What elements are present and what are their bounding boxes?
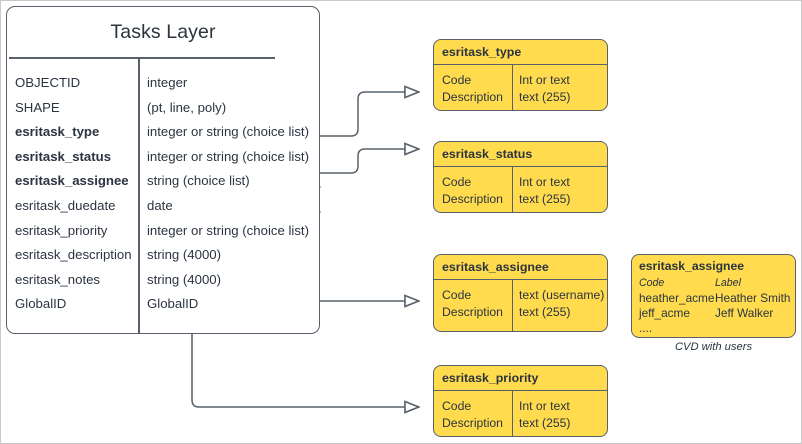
domain-title-divider [434,390,607,392]
table-row[interactable]: esritask_assignee string (choice list) [7,169,319,194]
domain-title-divider [434,166,607,168]
field-type: integer or string (choice list) [147,124,309,140]
domain-field-description: Description [442,304,503,319]
table-row[interactable]: esritask_duedate date [7,194,319,219]
table-row[interactable]: GlobalID GlobalID [7,292,319,317]
domain-table-esritask-type[interactable]: esritask_type Code Description Int or te… [433,39,608,111]
domain-field-code: Code [442,73,472,87]
domain-column-divider [512,390,514,436]
cvd-code: .... [639,321,653,335]
table-row[interactable]: esritask_notes string (4000) [7,268,319,293]
domain-column-divider [512,166,514,212]
domain-field-types: Int or text text (255) [519,398,570,431]
table-row[interactable]: esritask_status integer or string (choic… [7,145,319,170]
domain-field-code: Code [442,288,472,302]
domain-title: esritask_status [442,147,533,161]
domain-field-types: Int or text text (255) [519,174,570,207]
domain-field-code: Code [442,399,472,413]
cvd-title: esritask_assignee [639,259,745,273]
list-item[interactable]: heather_acme Heather Smith [639,291,794,306]
cvd-header-row: Code Label [639,276,794,291]
field-type: string (4000) [147,271,222,287]
field-name: SHAPE [15,99,60,115]
field-name: esritask_priority [15,222,108,238]
domain-field-names: Code Description [442,287,503,320]
domain-field-types: text (username) text (255) [519,287,604,320]
field-name: esritask_type [15,124,100,140]
cvd-value-list: Code Label heather_acme Heather Smith je… [639,276,794,336]
cvd-code: heather_acme [639,291,715,305]
connector-type [319,92,419,137]
domain-title-divider [434,279,607,281]
table-row[interactable]: SHAPE (pt, line, poly) [7,96,319,121]
domain-type-description: text (255) [519,191,571,206]
field-type: date [147,197,173,213]
field-type: string (4000) [147,247,222,263]
domain-field-code: Code [442,175,472,189]
domain-field-names: Code Description [442,398,503,431]
field-name: esritask_duedate [15,197,116,213]
cvd-header-label: Label [715,277,741,289]
entity-field-list: OBJECTID integer SHAPE (pt, line, poly) … [7,71,319,317]
domain-type-description: text (255) [519,304,571,319]
domain-field-description: Description [442,191,503,206]
domain-type-code: Int or text [519,399,570,413]
domain-column-divider [512,279,514,331]
domain-title-divider [434,64,607,66]
list-item[interactable]: .... [639,321,794,336]
table-row[interactable]: esritask_type integer or string (choice … [7,120,319,145]
domain-type-code: Int or text [519,175,570,189]
cvd-label: Jeff Walker [715,306,774,320]
field-name: esritask_notes [15,271,101,287]
domain-field-description: Description [442,415,503,430]
field-type: integer [147,75,188,90]
table-row[interactable]: OBJECTID integer [7,71,319,96]
field-name: OBJECTID [15,75,81,90]
field-name: GlobalID [15,296,67,312]
domain-type-description: text (255) [519,89,571,104]
field-type: integer or string (choice list) [147,148,309,164]
cvd-code: jeff_acme [639,306,690,320]
field-name: esritask_description [15,247,132,263]
domain-title: esritask_assignee [442,260,549,274]
domain-type-description: text (255) [519,415,571,430]
domain-field-names: Code Description [442,72,503,105]
entity-tasks-layer[interactable]: Tasks Layer OBJECTID integer SHAPE (pt, … [6,6,320,334]
domain-field-types: Int or text text (255) [519,72,570,105]
cvd-sample-box[interactable]: esritask_assignee Code Label heather_acm… [631,254,796,338]
field-type: (pt, line, poly) [147,99,227,115]
cvd-header-code: Code [639,277,665,289]
table-row[interactable]: esritask_description string (4000) [7,243,319,268]
domain-title: esritask_type [442,45,522,59]
domain-type-code: Int or text [519,73,570,87]
domain-field-names: Code Description [442,174,503,207]
list-item[interactable]: jeff_acme Jeff Walker [639,306,794,321]
field-type: string (choice list) [147,173,250,189]
cvd-caption: CVD with users [674,341,753,353]
table-row[interactable]: esritask_priority integer or string (cho… [7,219,319,244]
field-type: GlobalID [147,296,199,312]
domain-type-code: text (username) [519,288,605,302]
cvd-label: Heather Smith [715,291,791,305]
field-name: esritask_status [15,148,112,164]
domain-field-description: Description [442,89,503,104]
domain-table-esritask-assignee[interactable]: esritask_assignee Code Description text … [433,254,608,332]
entity-column-divider [138,59,140,333]
field-type: integer or string (choice list) [147,222,309,238]
domain-column-divider [512,64,514,110]
domain-title: esritask_priority [442,371,539,385]
domain-table-esritask-priority[interactable]: esritask_priority Code Description Int o… [433,365,608,437]
field-name: esritask_assignee [15,173,129,189]
entity-title: Tasks Layer [110,21,216,43]
domain-table-esritask-status[interactable]: esritask_status Code Description Int or … [433,141,608,213]
connector-status [319,149,419,174]
entity-title-divider [9,57,275,59]
